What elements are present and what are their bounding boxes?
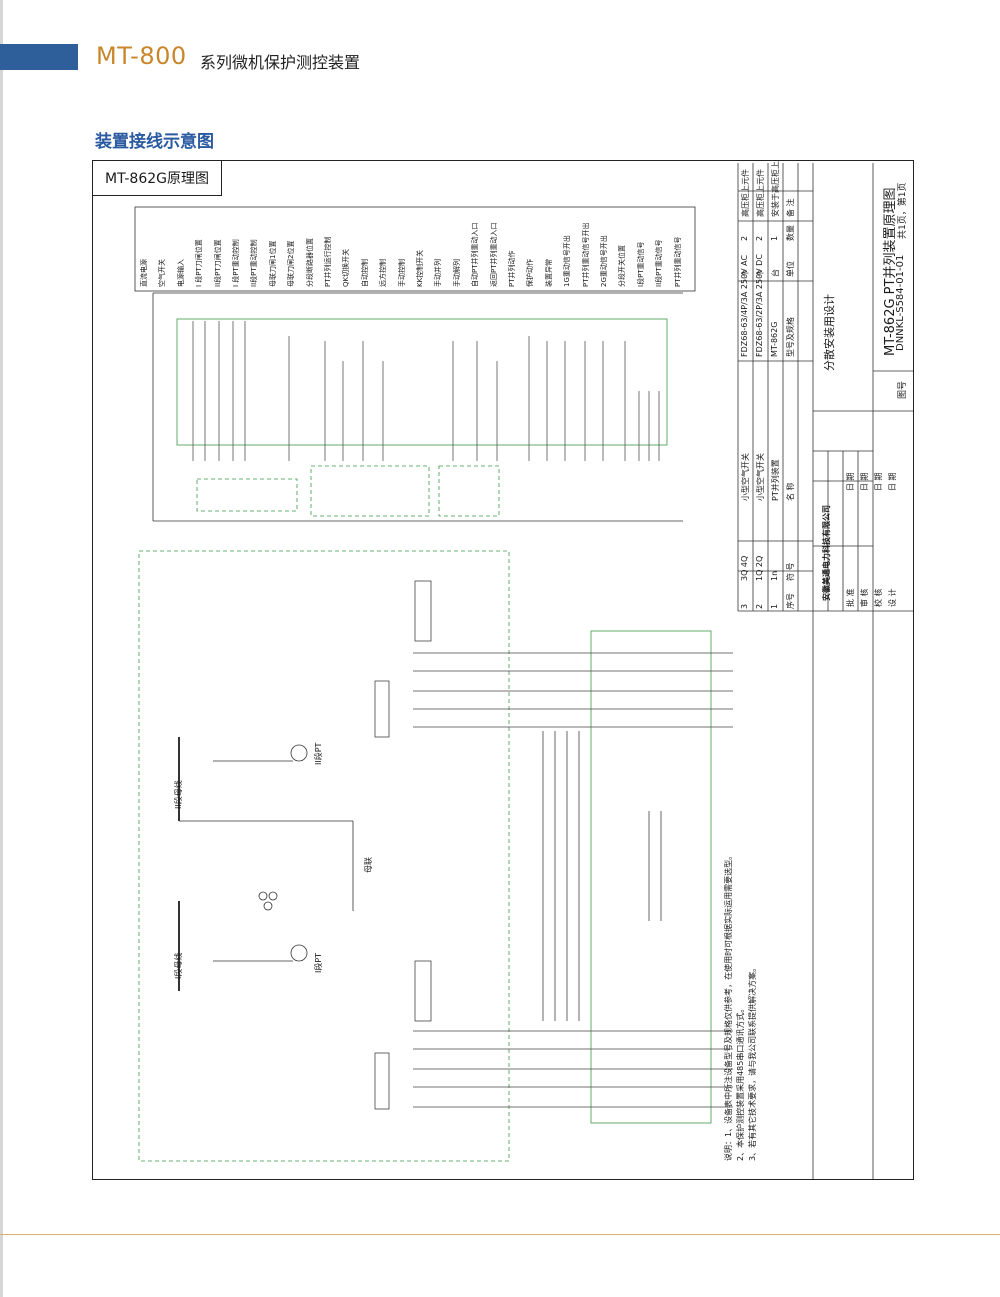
function-label: KK控制开关 xyxy=(416,249,424,287)
function-label: II段PT刀闸位置 xyxy=(213,239,222,287)
design-type: 分散安装用设计 xyxy=(823,294,836,371)
function-label: 远方控制 xyxy=(379,259,388,287)
table-cell: 2 xyxy=(740,235,749,241)
table-header-cell: 数量 xyxy=(786,225,795,241)
busbar-label-i: I段母线 xyxy=(174,952,183,979)
function-label: PT并列重动信号开出 xyxy=(581,222,590,288)
table-header-cell: 单位 xyxy=(786,261,795,277)
series-subtitle: 系列微机保护测控装置 xyxy=(200,53,361,72)
sign-date: 日 期 xyxy=(846,472,855,491)
table-cell: 个 xyxy=(741,269,750,277)
function-label: 手动解列 xyxy=(452,259,461,287)
function-label: 返回PT并列重动入口 xyxy=(489,222,498,288)
busbar-label-ii-pt: II段PT xyxy=(314,742,323,765)
sign-date: 日 期 xyxy=(860,472,869,491)
function-label: PT并列动作 xyxy=(508,250,516,288)
function-label: 空气开关 xyxy=(158,259,167,287)
section-title: 装置接线示意图 xyxy=(95,132,214,152)
sign-role: 批 准 xyxy=(846,588,855,607)
page-left-border xyxy=(0,0,3,1297)
function-label: 装置异常 xyxy=(544,259,553,287)
header-accent-bar xyxy=(0,44,78,70)
table-cell: 2 xyxy=(755,603,764,609)
table-cell: 小型空气开关 xyxy=(741,453,750,501)
brand-title: MT-800 xyxy=(96,42,187,70)
diagram-title: MT-862G原理图 xyxy=(93,161,222,196)
table-cell: 1 xyxy=(770,603,779,609)
function-label: 手动并列 xyxy=(434,259,443,287)
busbar-label-tie: 母联 xyxy=(364,857,373,873)
table-cell: 个 xyxy=(756,269,765,277)
table-header-cell: 名 称 xyxy=(786,482,795,501)
table-header-cell: 序号 xyxy=(786,593,795,609)
table-cell: 1n xyxy=(770,570,779,581)
diagram-frame: MT-862G原理图 xyxy=(92,160,914,1180)
function-label: 手动控制 xyxy=(397,259,406,287)
busbar-label-ii: II段母线 xyxy=(174,780,183,809)
function-label: PT并列运行控制 xyxy=(324,236,332,288)
note-2: 2、本保护测控装置采用485串口通讯方式。 xyxy=(736,1004,745,1161)
function-label: 2G重动信号开出 xyxy=(600,235,608,287)
table-cell: MT-862G xyxy=(770,321,779,357)
company-name: 安徽美通电力科技有限公司 xyxy=(822,505,831,601)
table-cell: 高压柜上元件 xyxy=(741,169,750,217)
sheet-count: 共1页，第1页 xyxy=(898,182,908,239)
busbar-label-i-pt: I段PT xyxy=(314,952,323,973)
function-label: 自动PT并列重动入口 xyxy=(471,222,480,288)
sign-role: 设 计 xyxy=(888,588,897,607)
drawing-number-label: 图号 xyxy=(898,380,908,399)
wiring-diagram xyxy=(134,163,913,1179)
note-3: 3、若有其它技术要求，请与我公司联系提供解决方案。 xyxy=(748,963,757,1161)
table-header-cell: 备 注 xyxy=(786,198,795,217)
table-cell: 安装于高压柜上 xyxy=(771,161,780,217)
function-label: II段PT重动信号 xyxy=(655,239,664,287)
sign-date: 日 期 xyxy=(888,472,897,491)
function-label: 1G重动信号开出 xyxy=(563,235,572,287)
function-label: I段PT重动信号 xyxy=(636,241,645,287)
table-cell: 高压柜上元件 xyxy=(756,169,765,217)
drawing-number: DNNKL-S584-01-01 xyxy=(895,254,906,351)
function-label: 电源输入 xyxy=(176,259,185,287)
table-cell: 3Q 4Q xyxy=(740,555,749,581)
function-label: 分段断路器位置 xyxy=(305,238,314,287)
function-label: 保护动作 xyxy=(526,259,535,287)
function-label: I 段PT刀闸位置 xyxy=(195,239,204,287)
table-cell: 3 xyxy=(740,603,749,609)
footer-rule xyxy=(0,1234,1000,1235)
table-cell: 1 xyxy=(770,235,779,241)
function-label: 母联刀闸1位置 xyxy=(268,240,277,287)
function-label: PT并列重动信号 xyxy=(673,236,682,288)
function-label: II段PT重动控制 xyxy=(250,239,259,287)
table-cell: 1Q 2Q xyxy=(755,555,764,581)
function-label: 分段开关位置 xyxy=(618,245,627,287)
table-cell: 2 xyxy=(755,235,764,241)
function-label: 自动控制 xyxy=(360,259,369,287)
table-header-cell: 符 号 xyxy=(786,562,795,581)
sign-role: 校 核 xyxy=(874,588,883,607)
function-label: I 段PT重动控制 xyxy=(232,239,240,287)
sign-role: 审 核 xyxy=(860,588,869,607)
table-cell: 台 xyxy=(771,269,780,277)
function-label: 直流电源 xyxy=(140,259,148,287)
table-header-cell: 型号及规格 xyxy=(786,317,795,357)
table-cell: 小型空气开关 xyxy=(756,453,765,501)
function-label: QK切换开关 xyxy=(342,248,351,287)
function-label: 母联刀闸2位置 xyxy=(287,240,296,287)
sign-date: 日 期 xyxy=(874,472,883,491)
note-1: 说明：1、设备表中所注设备型号及规格仅供参考，在使用时可根据实际运用需要选型。 xyxy=(724,851,733,1161)
table-cell: PT并列装置 xyxy=(771,459,780,501)
